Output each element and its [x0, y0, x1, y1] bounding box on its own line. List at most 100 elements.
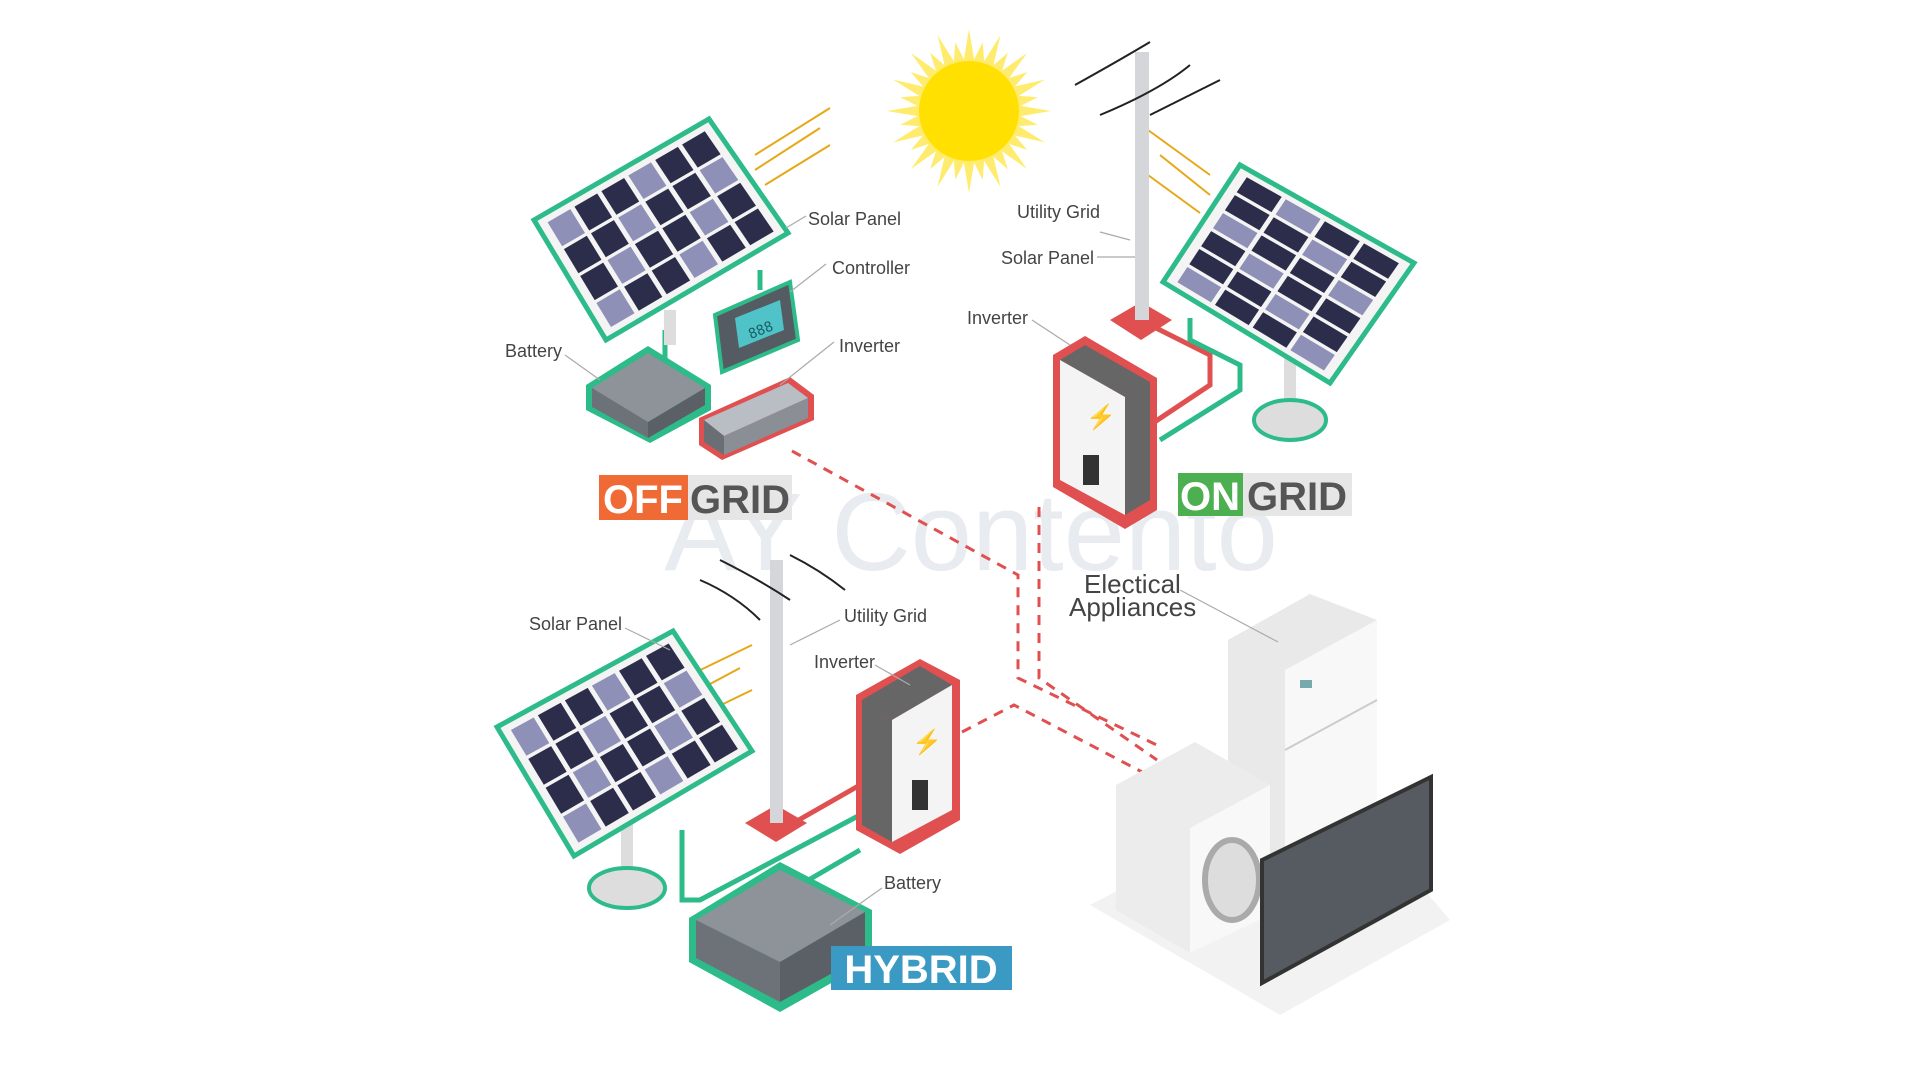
label-utility-grid: Utility Grid — [844, 606, 927, 626]
panel-cell — [607, 246, 646, 284]
panel-cell — [655, 146, 694, 184]
panel-cell — [572, 759, 612, 798]
lightning-icon: ⚡ — [912, 728, 942, 756]
panel-cell — [645, 188, 684, 226]
panel-cell — [528, 746, 567, 785]
inverter-icon — [699, 377, 814, 460]
label-electrical-appliances-line2: Appliances — [1069, 592, 1196, 622]
washing-machine-icon — [1116, 742, 1270, 953]
offgrid-rest-box — [688, 475, 792, 520]
solar-panel — [530, 115, 792, 344]
panel-cell — [706, 224, 746, 262]
panel-cell — [564, 687, 604, 726]
label-electrical-appliances-line1: Electical — [1084, 569, 1181, 599]
label-battery: Battery — [884, 873, 941, 893]
panel-cell — [1340, 261, 1387, 297]
panel-cell — [662, 214, 701, 252]
label-solar-panel: Solar Panel — [529, 614, 622, 634]
panel-cell — [672, 172, 711, 210]
panel-cell — [601, 178, 640, 215]
solar-panel — [1159, 161, 1418, 387]
sun-icon — [887, 29, 1051, 193]
panel-cell — [1215, 289, 1260, 326]
panel-cell — [619, 658, 658, 696]
panel-cell — [1177, 267, 1222, 303]
ongrid-title-rest: GRID — [1247, 475, 1347, 519]
panel-cell — [618, 204, 657, 242]
power-lines — [1074, 41, 1221, 116]
label-utility-grid: Utility Grid — [1017, 202, 1100, 222]
label-solar-panel: Solar Panel — [808, 209, 901, 229]
hybrid-system: ⚡ Solar Panel Utility Grid Inverter Batt… — [493, 554, 1012, 1012]
panel-cell — [1236, 177, 1282, 213]
label-inverter: Inverter — [967, 308, 1028, 328]
panel-cell — [1275, 199, 1321, 235]
panel-cell — [590, 787, 629, 827]
panel-cell — [1315, 298, 1361, 334]
panel-cell — [679, 240, 718, 278]
hybrid-title-box — [831, 946, 1012, 990]
inverter-icon: ⚡ — [1053, 336, 1157, 529]
panel-base — [1252, 398, 1328, 442]
sun-disc — [919, 61, 1019, 161]
panel-cell — [734, 208, 774, 246]
panel-cell — [1302, 239, 1348, 275]
panel-cell — [671, 740, 711, 779]
label-inverter: Inverter — [814, 652, 875, 672]
label-inverter: Inverter — [839, 336, 900, 356]
panel-cell — [574, 193, 613, 231]
hybrid-title: HYBRID — [844, 948, 997, 992]
offgrid-title-accent: OFF — [603, 478, 683, 522]
panel-cell — [545, 774, 585, 814]
utility-pole — [770, 560, 783, 823]
solar-panel — [493, 627, 756, 860]
panel-cell — [1328, 280, 1374, 316]
panel-cell — [1224, 195, 1270, 231]
panel-cell — [1302, 316, 1348, 353]
electrical-appliances: Electical Appliances — [1069, 569, 1450, 1015]
offgrid-accent-box — [599, 475, 688, 520]
offgrid-system: 888 Solar Panel Controller Inverter Batt… — [505, 115, 910, 522]
panel-cell — [644, 756, 684, 795]
panel-cell — [1263, 217, 1309, 253]
panel-cell — [1239, 253, 1284, 289]
panel-base — [587, 866, 667, 910]
label-solar-panel: Solar Panel — [1001, 248, 1094, 268]
label-controller: Controller — [832, 258, 910, 278]
panel-cell — [634, 230, 674, 268]
panel-cell — [627, 728, 666, 767]
panel-cell — [663, 670, 703, 708]
panel-cell — [636, 685, 676, 724]
panel-cell — [624, 273, 663, 311]
ongrid-accent-box — [1178, 473, 1243, 516]
panel-cell — [537, 702, 577, 741]
lightning-icon: ⚡ — [1086, 403, 1116, 431]
ongrid-system: ⚡ Utility Grid Solar Panel Inverter ON G… — [967, 41, 1418, 529]
panel-cell — [563, 235, 602, 274]
inverter-icon: ⚡ — [856, 659, 960, 854]
panel-cell — [651, 257, 691, 295]
panel-cell — [599, 744, 639, 783]
panel-cell — [582, 715, 621, 754]
ongrid-title-accent: ON — [1180, 475, 1240, 519]
panel-cell — [555, 731, 594, 770]
panel-cell — [563, 803, 602, 843]
panel-cell — [596, 289, 635, 327]
battery-icon — [586, 346, 711, 443]
power-lines — [699, 554, 846, 621]
panel-cell — [646, 643, 685, 681]
panel-cell — [1289, 257, 1335, 293]
panel-cell — [580, 262, 618, 301]
panel-cell — [628, 162, 667, 199]
panel-cell — [1314, 221, 1360, 257]
panel-cell — [689, 198, 729, 236]
panel-cell — [682, 131, 721, 168]
offgrid-title-rest: GRID — [690, 478, 790, 522]
panel-cell — [617, 772, 656, 811]
panel-cell — [699, 724, 738, 763]
ongrid-rest-box — [1243, 473, 1352, 516]
panel-cell — [681, 697, 721, 736]
pole-base — [745, 805, 807, 842]
panel-cell — [1189, 249, 1234, 285]
